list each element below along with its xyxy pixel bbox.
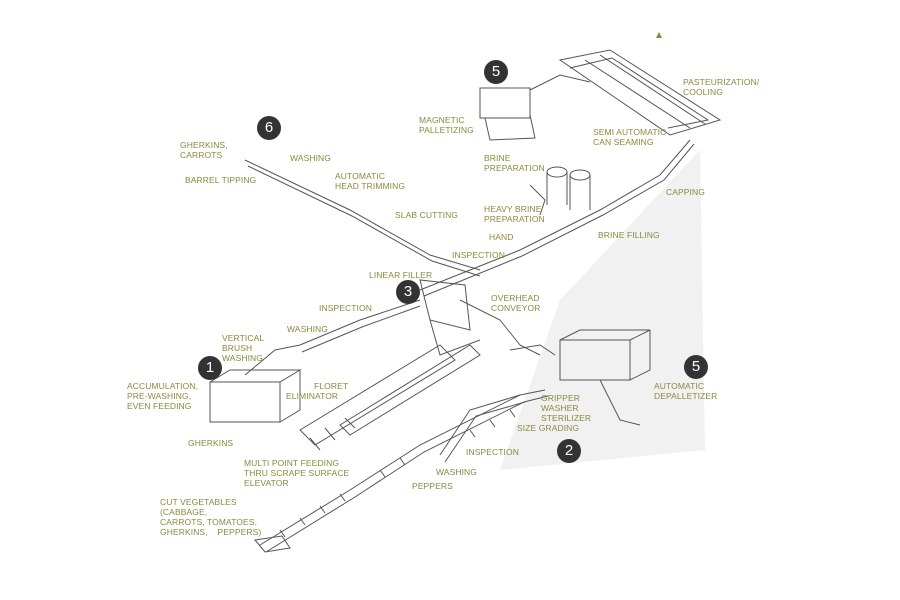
label-barrel-tipping: BARREL TIPPING — [185, 175, 257, 185]
step-badge-6: 6 — [257, 116, 281, 140]
north-arrow-icon — [656, 32, 662, 38]
label-brine-preparation: BRINE PREPARATION — [484, 153, 545, 173]
label-pasteurization: PASTEURIZATION/ COOLING — [683, 77, 760, 97]
label-auto-depalletizer: AUTOMATIC DEPALLETIZER — [654, 381, 718, 401]
label-cut-vegetables: CUT VEGETABLES (CABBAGE, CARROTS, TOMATO… — [160, 497, 262, 537]
label-gherkins-carrots: GHERKINS, CARROTS — [180, 140, 228, 160]
step-badge-5-depalletizer: 5 — [684, 355, 708, 379]
label-floret: FLORET — [314, 381, 349, 391]
label-head-trimming: AUTOMATIC HEAD TRIMMING — [335, 171, 406, 191]
step-badge-3: 3 — [396, 280, 420, 304]
label-hand: HAND — [489, 232, 514, 242]
label-eliminator: ELIMINATOR — [286, 391, 339, 401]
label-washing-low: WASHING — [436, 467, 477, 477]
label-multi-point: MULTI POINT FEEDING THRU SCRAPE SURFACE … — [244, 458, 350, 488]
label-slab-cutting: SLAB CUTTING — [395, 210, 459, 220]
label-size-grading: SIZE GRADING — [517, 423, 580, 433]
label-washing-top: WASHING — [290, 153, 331, 163]
step-badge-1: 1 — [198, 356, 222, 380]
label-accumulation: ACCUMULATION, PRE-WASHING, EVEN FEEDING — [127, 381, 199, 411]
label-gripper: GRIPPER WASHER STERILIZER — [541, 393, 592, 423]
label-semi-auto-seaming: SEMI AUTOMATIC CAN SEAMING — [593, 127, 667, 147]
label-gherkins: GHERKINS — [188, 438, 234, 448]
label-washing-mid: WASHING — [287, 324, 328, 334]
step-badge-5-palletizing: 5 — [484, 60, 508, 84]
label-peppers: PEPPERS — [412, 481, 453, 491]
label-magnetic-palletizing: MAGNETIC PALLETIZING — [419, 115, 474, 135]
label-heavy-brine: HEAVY BRINE PREPARATION — [484, 204, 545, 224]
conveyor-lines — [209, 49, 722, 553]
label-vertical-brush: VERTICAL BRUSH WASHING — [222, 333, 265, 363]
label-inspection-mid: INSPECTION — [319, 303, 372, 313]
label-inspection-top: INSPECTION — [452, 250, 505, 260]
label-brine-filling: BRINE FILLING — [598, 230, 660, 240]
step-badge-2: 2 — [557, 439, 581, 463]
label-linear-filler: LINEAR FILLER — [369, 270, 433, 280]
label-overhead-conveyor: OVERHEAD CONVEYOR — [491, 293, 541, 313]
light-beam — [500, 150, 705, 470]
label-inspection-low: INSPECTION — [466, 447, 519, 457]
label-capping: CAPPING — [666, 187, 705, 197]
